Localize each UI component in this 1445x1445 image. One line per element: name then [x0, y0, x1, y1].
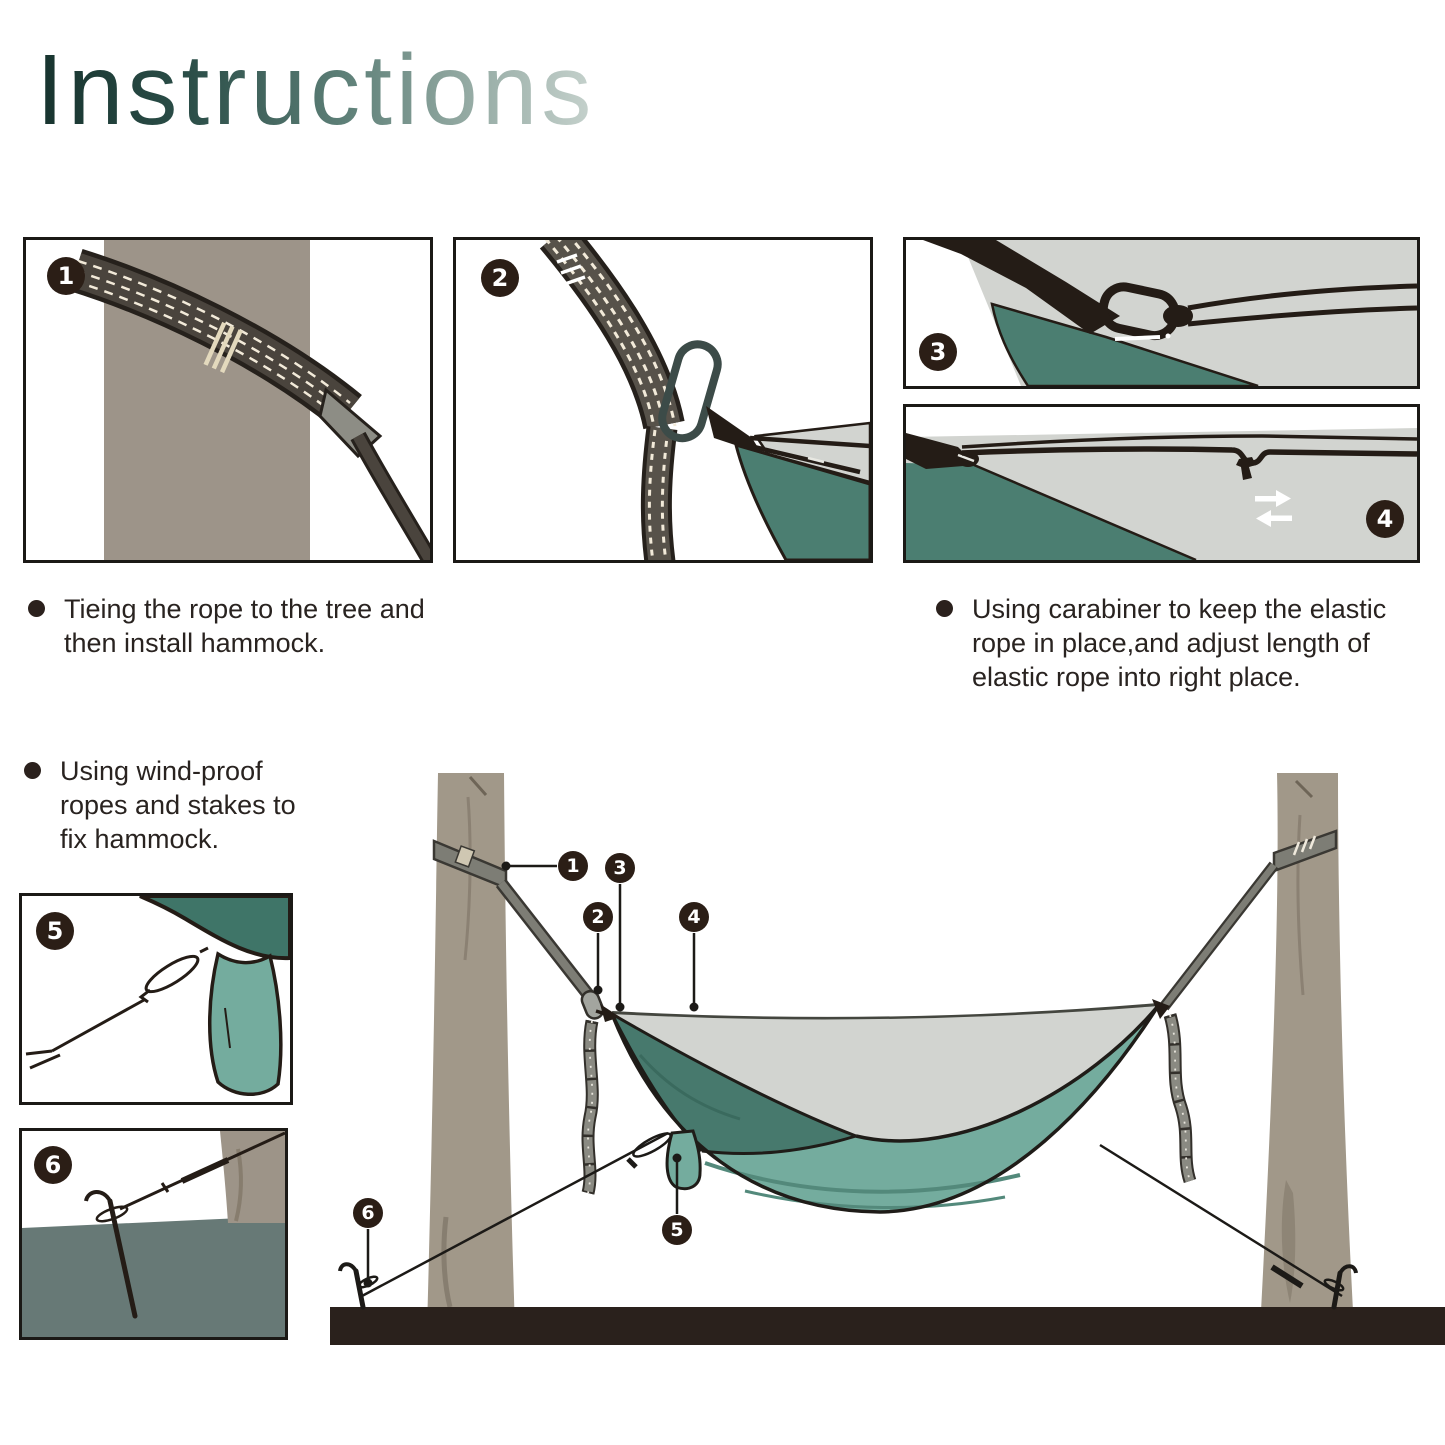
left-tree-trunk [427, 773, 515, 1330]
step-panel-6: 6 [19, 1128, 288, 1340]
callout-6: 6 [353, 1198, 383, 1228]
note-install: Tieing the rope to the tree and then ins… [28, 592, 468, 660]
step-2-illustration [539, 240, 870, 560]
step-4-illustration [906, 428, 1417, 560]
bullet-dot [936, 600, 953, 617]
left-strap-tail [581, 1019, 599, 1195]
left-tree-strap [432, 839, 600, 1007]
note-windproof: Using wind-proof ropes and stakes to fix… [24, 754, 304, 856]
callout-2: 2 [583, 902, 613, 932]
right-rope-adjuster [1270, 1264, 1304, 1289]
note-carabiner-text: Using carabiner to keep the elastic rope… [972, 594, 1387, 692]
step-panel-5: 5 [19, 893, 293, 1105]
bullet-dot [28, 600, 45, 617]
note-windproof-text: Using wind-proof ropes and stakes to fix… [60, 756, 296, 854]
right-strap-tail [1163, 1013, 1197, 1184]
ground-bar [330, 1307, 1445, 1345]
callout-4: 4 [679, 902, 709, 932]
step-panel-4: 4 [903, 404, 1420, 563]
right-tree-strap [1159, 829, 1338, 1011]
right-wind-rope [1099, 1143, 1343, 1298]
right-stake [1323, 1264, 1358, 1310]
left-stake [338, 1262, 379, 1310]
step-6-badge: 6 [34, 1146, 72, 1184]
step-3-badge: 3 [919, 333, 957, 371]
step-panel-3: 3 [903, 237, 1420, 389]
callout-leader-lines [363, 861, 699, 1288]
callout-3: 3 [605, 853, 635, 883]
step-1-badge: 1 [47, 257, 85, 295]
step-1-illustration [69, 240, 430, 560]
bullet-dot [24, 762, 41, 779]
note-carabiner: Using carabiner to keep the elastic rope… [936, 592, 1430, 694]
step-2-badge: 2 [481, 259, 519, 297]
right-tree-trunk [1260, 773, 1354, 1330]
step-panel-1: 1 [23, 237, 433, 563]
page-title: Instructions [36, 34, 596, 146]
callout-5: 5 [662, 1215, 692, 1245]
step-6-illustration [22, 1131, 285, 1337]
left-carabiner [580, 989, 605, 1020]
step-5-badge: 5 [36, 912, 74, 950]
hammock-body [600, 999, 1170, 1214]
hammock-setup-illustration [330, 773, 1445, 1345]
step-panel-2: 2 [453, 237, 873, 563]
left-wind-rope [361, 1131, 672, 1298]
step-3-illustration [923, 240, 1417, 386]
step-5-illustration [25, 896, 290, 1097]
note-install-text: Tieing the rope to the tree and then ins… [64, 594, 425, 658]
hammock-pocket [665, 1129, 702, 1191]
callout-1: 1 [558, 851, 588, 881]
step-4-badge: 4 [1366, 500, 1404, 538]
